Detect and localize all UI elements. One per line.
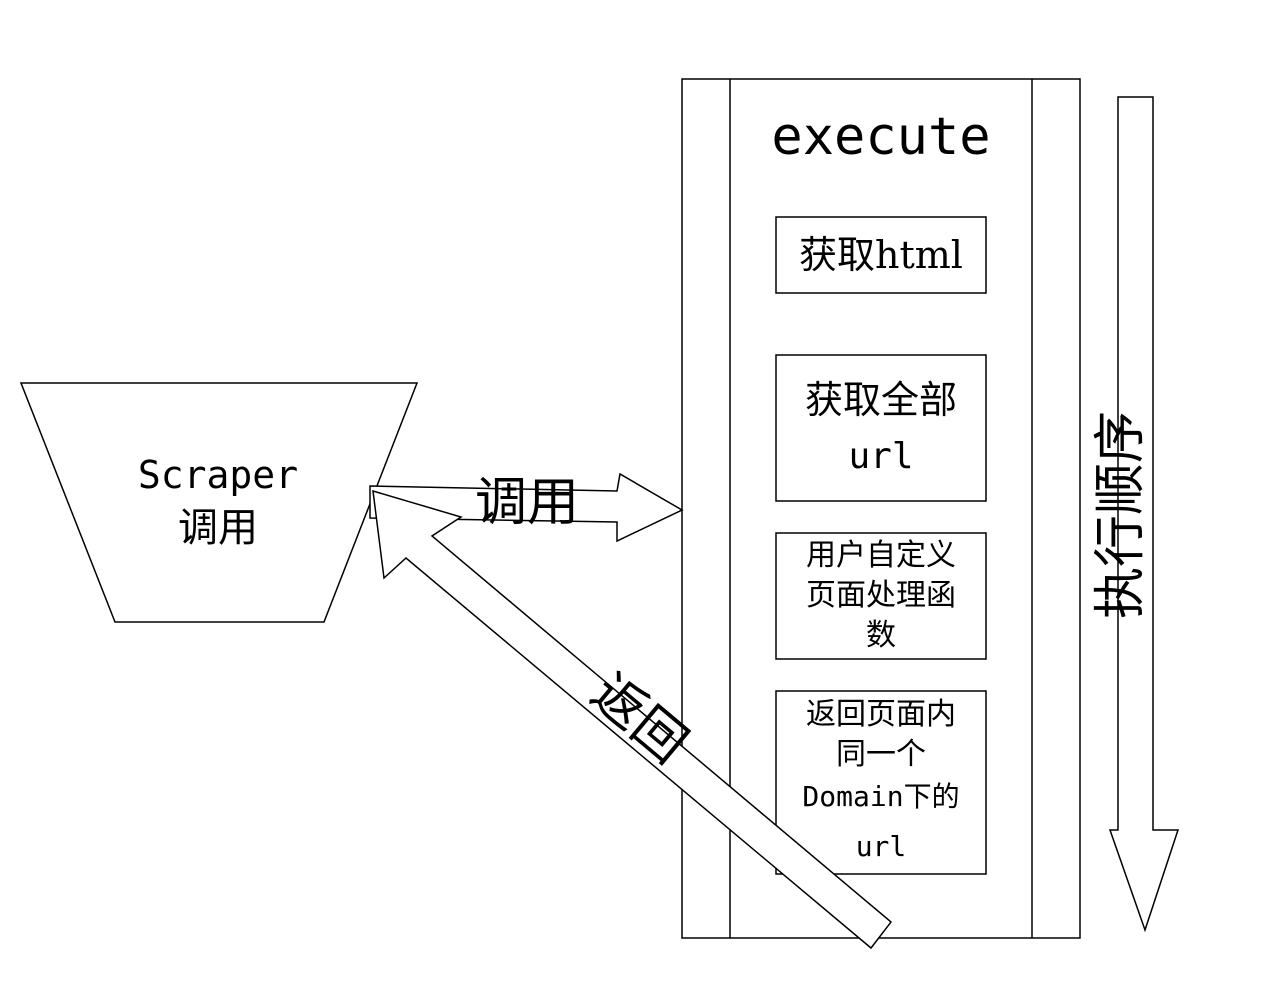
step-label-line-1: 返回页面内 — [806, 697, 956, 732]
return-arrow-shape — [372, 489, 893, 950]
step-label-line-3: 数 — [866, 618, 896, 653]
scraper-label: Scraper — [138, 453, 298, 497]
call-arrow: 调用 — [369, 472, 684, 543]
step-box — [775, 216, 987, 294]
scraper-sublabel: 调用 — [178, 505, 258, 551]
scraper-node: Scraper 调用 — [19, 382, 419, 623]
step-box — [775, 690, 987, 875]
step-custom-page-handler: 用户自定义 页面处理函 数 — [775, 532, 987, 660]
step-label-line-2: 页面处理函 — [806, 578, 956, 613]
step-get-all-urls: 获取全部 url — [775, 354, 987, 502]
execute-title: execute — [771, 107, 990, 167]
step-box — [775, 532, 987, 660]
step-label-line-1: 获取全部 — [805, 378, 957, 422]
step-get-html: 获取html — [775, 216, 987, 294]
step-label-line-3: Domain下的 — [802, 780, 959, 813]
step-box — [775, 354, 987, 502]
execution-order-arrow-shape — [1108, 96, 1180, 933]
step-label-line-1: 用户自定义 — [806, 538, 956, 573]
scraper-trapezoid — [19, 382, 419, 623]
execution-order-label: 执行顺序 — [1091, 411, 1151, 619]
step-label-line-4: url — [856, 830, 907, 863]
execution-order-arrow: 执行顺序 — [1091, 96, 1180, 933]
step-label: 获取html — [799, 233, 963, 277]
step-label-line-2: 同一个 — [836, 737, 926, 772]
step-label-line-2: url — [848, 436, 913, 477]
call-arrow-label: 调用 — [475, 473, 579, 533]
step-return-same-domain-urls: 返回页面内 同一个 Domain下的 url — [775, 690, 987, 875]
